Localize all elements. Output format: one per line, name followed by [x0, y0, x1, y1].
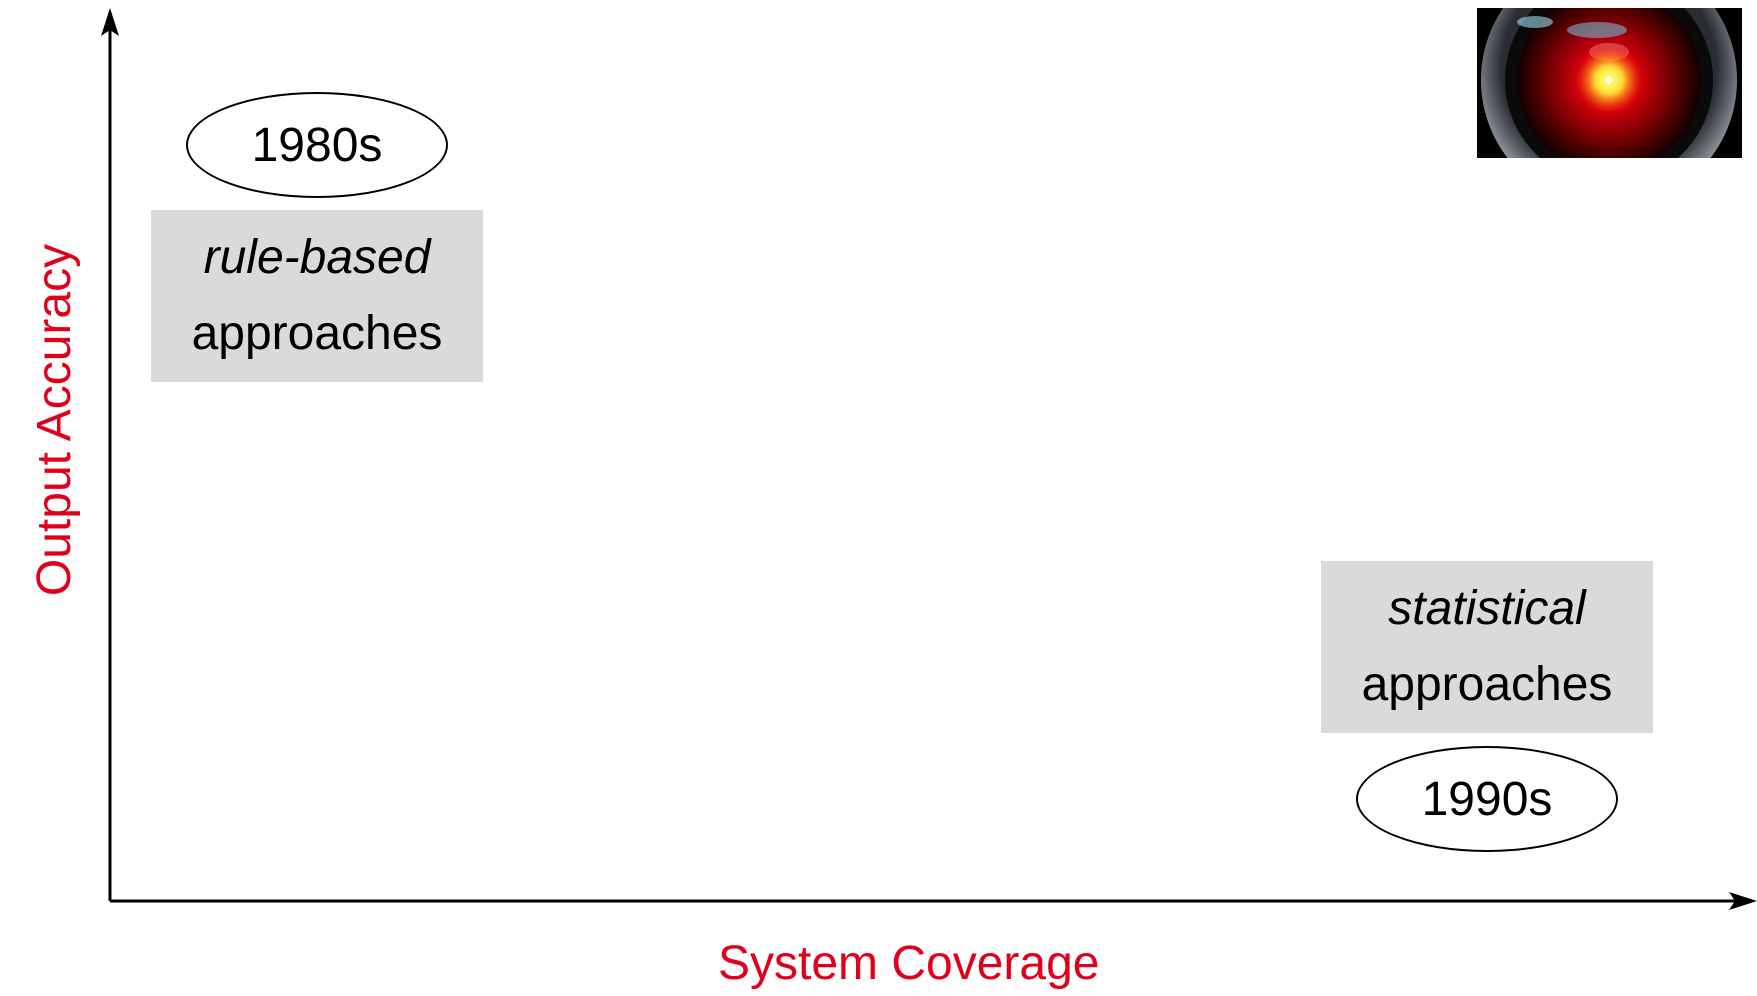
statistical-approaches-box: statistical approaches	[1321, 561, 1653, 733]
x-axis-arrowhead	[1729, 892, 1757, 910]
era-1980s-label: 1980s	[251, 118, 383, 172]
rule-based-label: rule-based	[203, 231, 431, 284]
statistical-approaches-label: approaches	[1361, 658, 1613, 711]
y-axis-label: Output Accuracy	[28, 243, 81, 597]
era-1980s-ellipse: 1980s	[186, 92, 448, 198]
era-1990s-ellipse: 1990s	[1356, 746, 1618, 852]
rule-based-approaches-label: approaches	[191, 307, 443, 360]
y-axis-arrowhead	[101, 8, 119, 36]
era-1990s-label: 1990s	[1421, 772, 1553, 826]
hal-9000-eye-icon	[1477, 8, 1742, 158]
x-axis-label: System Coverage	[718, 937, 1100, 990]
statistical-label: statistical	[1388, 582, 1586, 635]
rule-based-approaches-box: rule-based approaches	[151, 210, 483, 382]
